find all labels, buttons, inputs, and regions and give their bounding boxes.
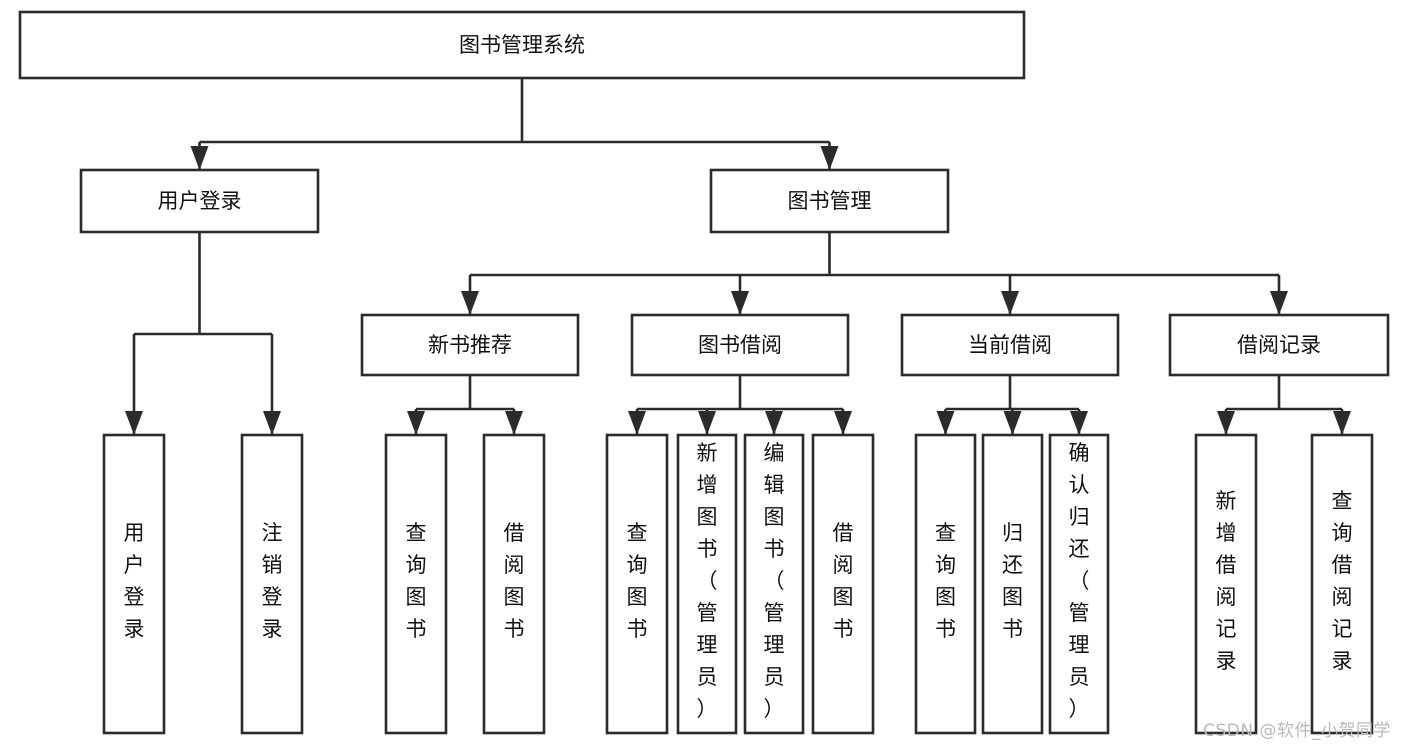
leaf-node-label: 借阅图书 bbox=[504, 521, 525, 641]
level3-node-box[interactable] bbox=[360, 313, 580, 377]
arrow-head-icon bbox=[1001, 291, 1019, 315]
leaf-node-5[interactable]: 新增图书（管理员） bbox=[676, 433, 738, 735]
level3-node-label: 图书借阅 bbox=[698, 333, 782, 357]
root-node-box[interactable] bbox=[18, 10, 1026, 80]
leaf-node-box[interactable] bbox=[1310, 433, 1374, 735]
level2-node-label: 图书管理 bbox=[788, 189, 872, 213]
leaf-node-8[interactable]: 查询图书 bbox=[914, 433, 977, 735]
arrow-head-icon bbox=[263, 411, 281, 435]
leaf-node-label: 用户登录 bbox=[124, 521, 145, 641]
level3-node-label: 当前借阅 bbox=[968, 333, 1052, 357]
level3-node-box[interactable] bbox=[630, 313, 850, 377]
leaf-node-box[interactable] bbox=[743, 433, 805, 735]
leaf-node-label: 注销登录 bbox=[262, 521, 283, 641]
leaf-node-label: 确认归还（管理员） bbox=[1069, 441, 1090, 721]
leaf-node-box[interactable] bbox=[1048, 433, 1110, 735]
leaf-node-3[interactable]: 借阅图书 bbox=[482, 433, 546, 735]
level3-node-box[interactable] bbox=[900, 313, 1120, 377]
arrow-head-icon bbox=[407, 411, 425, 435]
leaf-node-4[interactable]: 查询图书 bbox=[605, 433, 669, 735]
leaf-node-box[interactable] bbox=[482, 433, 546, 735]
arrow-head-icon bbox=[190, 146, 209, 170]
leaf-node-box[interactable] bbox=[605, 433, 669, 735]
level2-node-box[interactable] bbox=[709, 168, 950, 234]
arrow-head-icon bbox=[628, 411, 646, 435]
leaf-node-11[interactable]: 新增借阅记录 bbox=[1194, 433, 1258, 735]
leaf-node-12[interactable]: 查询借阅记录 bbox=[1310, 433, 1374, 735]
leaf-node-label: 新增图书（管理员） bbox=[697, 441, 718, 721]
level3-node-0[interactable]: 新书推荐 bbox=[360, 313, 580, 377]
leaf-node-7[interactable]: 借阅图书 bbox=[811, 433, 875, 735]
leaf-node-box[interactable] bbox=[240, 433, 304, 735]
leaf-node-6[interactable]: 编辑图书（管理员） bbox=[743, 433, 805, 735]
arrow-head-icon bbox=[505, 411, 523, 435]
leaf-node-label: 查询图书 bbox=[406, 521, 427, 641]
level3-node-box[interactable] bbox=[1168, 313, 1390, 377]
node-layer: 图书管理系统用户登录图书管理新书推荐图书借阅当前借阅借阅记录用户登录注销登录查询… bbox=[18, 10, 1390, 735]
leaf-node-box[interactable] bbox=[914, 433, 977, 735]
csdn-watermark: CSDN @软件_小贺同学 bbox=[1203, 721, 1391, 741]
leaf-node-box[interactable] bbox=[384, 433, 448, 735]
arrow-head-icon bbox=[1270, 291, 1288, 315]
arrow-head-icon bbox=[765, 411, 783, 435]
leaf-node-label: 新增借阅记录 bbox=[1216, 489, 1237, 673]
leaf-node-label: 编辑图书（管理员） bbox=[764, 441, 785, 721]
leaf-node-10[interactable]: 确认归还（管理员） bbox=[1048, 433, 1110, 735]
leaf-node-box[interactable] bbox=[1194, 433, 1258, 735]
level2-node-0[interactable]: 用户登录 bbox=[79, 168, 320, 234]
root-node-label: 图书管理系统 bbox=[459, 33, 585, 57]
root-node-0[interactable]: 图书管理系统 bbox=[18, 10, 1026, 80]
leaf-node-label: 借阅图书 bbox=[833, 521, 854, 641]
arrow-head-icon bbox=[125, 411, 143, 435]
leaf-node-1[interactable]: 注销登录 bbox=[240, 433, 304, 735]
level3-node-3[interactable]: 借阅记录 bbox=[1168, 313, 1390, 377]
level2-node-box[interactable] bbox=[79, 168, 320, 234]
leaf-node-2[interactable]: 查询图书 bbox=[384, 433, 448, 735]
level2-node-1[interactable]: 图书管理 bbox=[709, 168, 950, 234]
arrow-head-icon bbox=[936, 411, 955, 435]
leaf-node-9[interactable]: 归还图书 bbox=[981, 433, 1044, 735]
leaf-node-box[interactable] bbox=[981, 433, 1044, 735]
arrow-head-icon bbox=[731, 291, 749, 315]
level3-node-label: 借阅记录 bbox=[1237, 333, 1321, 357]
level2-node-label: 用户登录 bbox=[158, 189, 242, 213]
leaf-node-label: 查询图书 bbox=[935, 521, 956, 641]
arrow-head-icon bbox=[1070, 411, 1088, 435]
arrow-head-icon bbox=[1003, 411, 1022, 435]
arrow-head-icon bbox=[1217, 411, 1235, 435]
leaf-node-box[interactable] bbox=[102, 433, 166, 735]
level3-node-2[interactable]: 当前借阅 bbox=[900, 313, 1120, 377]
arrow-head-icon bbox=[461, 291, 479, 315]
connector-layer bbox=[125, 78, 1351, 435]
leaf-node-label: 查询图书 bbox=[627, 521, 648, 641]
arrow-head-icon bbox=[1333, 411, 1351, 435]
leaf-node-box[interactable] bbox=[676, 433, 738, 735]
leaf-node-label: 归还图书 bbox=[1002, 521, 1023, 641]
leaf-node-0[interactable]: 用户登录 bbox=[102, 433, 166, 735]
leaf-node-box[interactable] bbox=[811, 433, 875, 735]
level3-node-label: 新书推荐 bbox=[428, 333, 512, 357]
arrow-head-icon bbox=[698, 411, 716, 435]
arrow-head-icon bbox=[834, 411, 852, 435]
arrow-head-icon bbox=[820, 146, 839, 170]
level3-node-1[interactable]: 图书借阅 bbox=[630, 313, 850, 377]
leaf-node-label: 查询借阅记录 bbox=[1332, 489, 1353, 673]
